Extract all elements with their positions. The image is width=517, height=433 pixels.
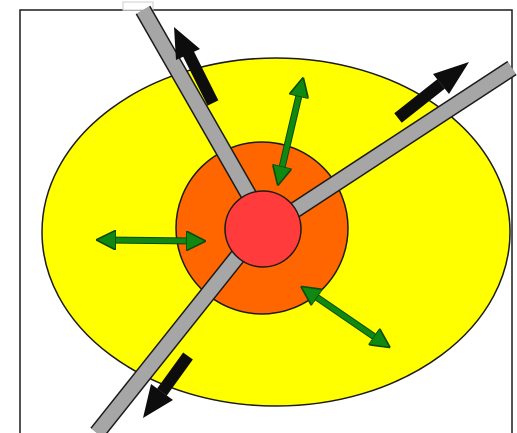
core [225, 191, 301, 267]
double-arrow-left [106, 240, 196, 241]
